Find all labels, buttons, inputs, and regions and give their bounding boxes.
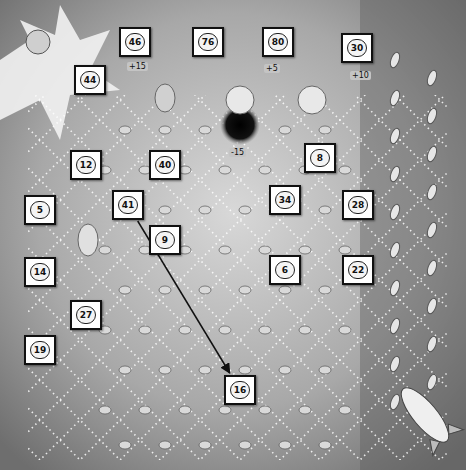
board-square: 14 xyxy=(24,257,56,287)
square-number: 80 xyxy=(268,33,288,51)
board-square: 12 xyxy=(70,150,102,180)
rocket-icon xyxy=(388,376,464,455)
square-number: 14 xyxy=(30,263,50,281)
square-number: 8 xyxy=(310,149,330,167)
planet-icon xyxy=(298,86,326,114)
figure-icon xyxy=(78,224,98,256)
board-square: 41 xyxy=(112,190,144,220)
board-square: 9 xyxy=(149,225,181,255)
board-square: 28 xyxy=(342,190,374,220)
footprints xyxy=(389,51,439,429)
move-arrow xyxy=(138,221,230,373)
board-square: 80 xyxy=(262,27,294,57)
board-square: 46 xyxy=(119,27,151,57)
square-number: 6 xyxy=(275,261,295,279)
square-number: 12 xyxy=(76,156,96,174)
square-number: 27 xyxy=(76,306,96,324)
square-number: 5 xyxy=(30,201,50,219)
board-square: 8 xyxy=(304,143,336,173)
dotted-grid xyxy=(28,95,448,460)
square-number: 30 xyxy=(347,39,367,57)
board-square: 5 xyxy=(24,195,56,225)
board-square: 27 xyxy=(70,300,102,330)
planet-icon xyxy=(26,30,50,54)
score-label: +15 xyxy=(127,62,148,71)
board-square: 6 xyxy=(269,255,301,285)
board-square: 30 xyxy=(341,33,373,63)
planet-icon xyxy=(226,86,254,114)
board-square: 40 xyxy=(149,150,181,180)
square-number: 9 xyxy=(155,231,175,249)
square-number: 16 xyxy=(230,381,250,399)
board-square: 34 xyxy=(269,185,301,215)
square-number: 76 xyxy=(198,33,218,51)
square-number: 46 xyxy=(125,33,145,51)
square-number: 19 xyxy=(30,341,50,359)
figure-icon xyxy=(155,84,175,112)
square-number: 28 xyxy=(348,196,368,214)
score-label: -15 xyxy=(229,148,246,157)
square-number: 40 xyxy=(155,156,175,174)
square-number: 34 xyxy=(275,191,295,209)
board-square: 19 xyxy=(24,335,56,365)
square-number: 41 xyxy=(118,196,138,214)
square-number: 44 xyxy=(80,71,100,89)
square-number: 22 xyxy=(348,261,368,279)
board-square: 22 xyxy=(342,255,374,285)
score-label: +5 xyxy=(264,64,280,73)
board-square: 76 xyxy=(192,27,224,57)
board-square: 44 xyxy=(74,65,106,95)
stepping-stones xyxy=(99,126,351,449)
score-label: +10 xyxy=(350,71,371,80)
board-square: 16 xyxy=(224,375,256,405)
